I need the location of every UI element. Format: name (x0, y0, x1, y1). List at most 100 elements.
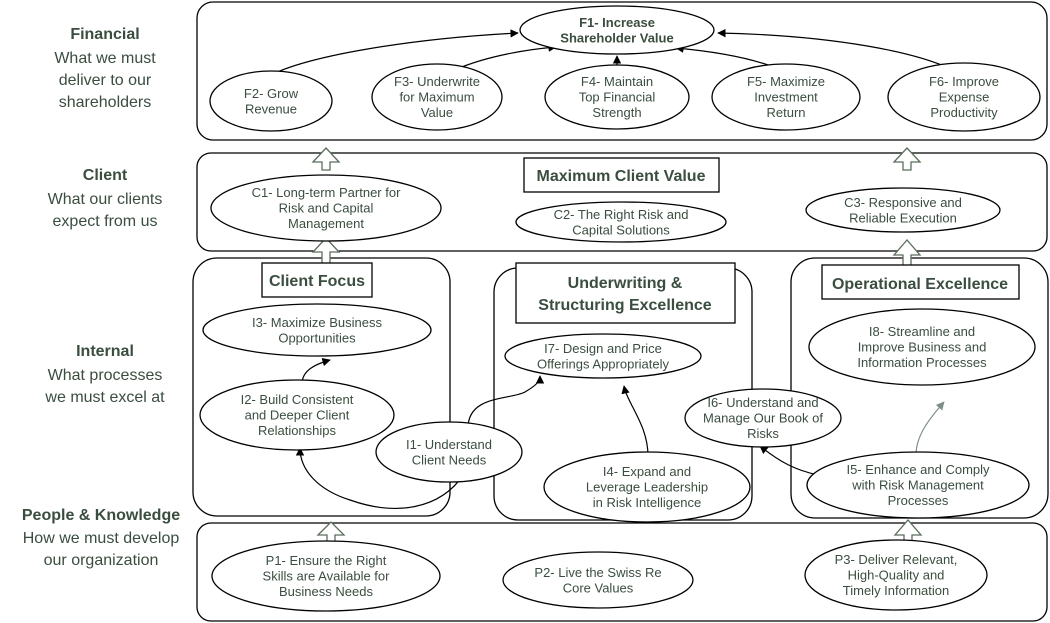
objective-i6-line-2: Manage Our Book of (703, 411, 823, 426)
objective-p3-ellipse (804, 539, 988, 611)
objective-i5-ellipse (806, 451, 1030, 519)
perspective-client-title: Client (83, 167, 128, 184)
objective-i2-line-1: I2- Build Consistent (241, 392, 354, 407)
objective-p3: P3- Deliver Relevant,High-Quality andTim… (804, 539, 988, 611)
objective-i4-line-2: Leverage Leadership (586, 480, 708, 495)
objective-i4-line-1: I4- Expand and (603, 464, 691, 479)
objective-p2-ellipse (502, 551, 694, 609)
objective-f6-line-1: F6- Improve (929, 74, 999, 89)
objective-c3-line-1: C3- Responsive and (844, 195, 962, 210)
perspective-financial-line-2: deliver to our (59, 72, 152, 89)
perspective-client-line-2: expect from us (53, 213, 158, 230)
objective-i7-line-1: I7- Design and Price (544, 341, 662, 356)
arrow-i1-to-i7 (467, 375, 545, 429)
objective-f1-line-2: Shareholder Value (560, 30, 673, 45)
objective-i8-line-1: I8- Streamline and (869, 324, 975, 339)
client-focus-title: Client Focus (261, 262, 373, 298)
perspective-internal-title: Internal (76, 343, 134, 360)
perspective-client: Client What our clients expect from us (48, 167, 163, 230)
objective-i8-line-3: Information Processes (857, 355, 987, 370)
perspective-financial-title: Financial (70, 26, 139, 43)
objective-i4-line-3: in Risk Intelligence (593, 495, 701, 510)
objective-c1-line-2: Risk and Capital (279, 201, 374, 216)
objective-i5-line-1: I5- Enhance and Comply (846, 462, 990, 477)
objective-f2-line-2: Revenue (245, 101, 297, 116)
objective-f1-ellipse (519, 5, 715, 55)
perspective-people-line-2: our organization (44, 552, 159, 569)
underwriting-label-line-2: Structuring Excellence (538, 297, 711, 314)
people-row-box (196, 522, 1048, 622)
perspective-people-title: People & Knowledge (22, 507, 180, 524)
objective-i3-line-1: I3- Maximize Business (252, 315, 383, 330)
perspective-financial: Financial What we must deliver to our sh… (54, 26, 156, 111)
objective-c2-line-2: Capital Solutions (572, 222, 670, 237)
objective-p1-line-1: P1- Ensure the Right (266, 553, 387, 568)
objective-i6-ellipse (684, 388, 842, 448)
objective-f5-ellipse (711, 63, 861, 131)
objective-f6-line-2: Expense (939, 90, 990, 105)
client-focus-label: Client Focus (269, 273, 365, 290)
objective-f1-line-1: F1- Increase (579, 15, 655, 30)
objective-c3-ellipse (805, 187, 1001, 233)
objective-f4-line-3: Strength (592, 105, 641, 120)
objective-p3-line-1: P3- Deliver Relevant, (835, 552, 958, 567)
objective-p3-line-3: Timely Information (843, 583, 949, 598)
block-arrow-i3-to-c1 (311, 237, 341, 265)
underwriting-label-line-1: Underwriting & (568, 275, 683, 292)
objective-p2-line-2: Core Values (563, 580, 634, 595)
objective-f5-line-1: F5- Maximize (747, 74, 825, 89)
objective-f3-ellipse (371, 63, 503, 131)
financial-row-box (196, 1, 1048, 141)
objective-i4-ellipse (543, 451, 751, 523)
objective-c1-ellipse (210, 174, 442, 242)
objective-c2-line-1: C2- The Right Risk and (554, 207, 689, 222)
objective-p1-line-3: Business Needs (279, 584, 373, 599)
objective-i5-line-3: Processes (888, 493, 949, 508)
block-arrow-c3-to-f6 (892, 147, 922, 171)
objective-i7-line-2: Offerings Appropriately (537, 356, 669, 371)
objective-c1-line-1: C1- Long-term Partner for (252, 185, 402, 200)
objective-f6-ellipse (887, 62, 1041, 132)
objective-f2-ellipse (209, 70, 333, 132)
perspective-internal: Internal What processes we must excel at (44, 343, 165, 406)
objective-i3-ellipse (202, 303, 432, 357)
arrow-i5-to-i6 (759, 445, 819, 476)
objective-c3-line-2: Reliable Execution (849, 210, 957, 225)
perspective-internal-line-1: What processes (48, 367, 163, 384)
objective-i7-ellipse (504, 333, 702, 379)
objective-p1-ellipse (211, 540, 441, 612)
objective-p1-line-2: Skills are Available for (263, 569, 391, 584)
arrow-i4-to-i7 (621, 385, 649, 457)
perspective-financial-line-1: What we must (54, 50, 156, 67)
operational-label: Operational Excellence (832, 276, 1008, 293)
objective-i2-line-2: and Deeper Client (245, 408, 350, 423)
objective-f4-ellipse (544, 64, 690, 130)
arrow-i1-to-i2 (295, 447, 465, 509)
block-arrow-c1-to-f2 (311, 147, 341, 171)
objective-f4-line-1: F4- Maintain (581, 74, 653, 89)
objective-i6-line-3: Risks (747, 426, 779, 441)
objective-c1-line-3: Management (288, 216, 364, 231)
objective-f5-line-2: Investment (754, 90, 818, 105)
objective-i5-line-2: with Risk Management (851, 478, 984, 493)
objective-p3-line-2: High-Quality and (848, 568, 945, 583)
objective-f5-line-3: Return (766, 105, 805, 120)
objective-i1-line-2: Client Needs (412, 452, 487, 467)
perspective-people: People & Knowledge How we must develop o… (22, 507, 180, 569)
client-row-box (196, 152, 1048, 252)
